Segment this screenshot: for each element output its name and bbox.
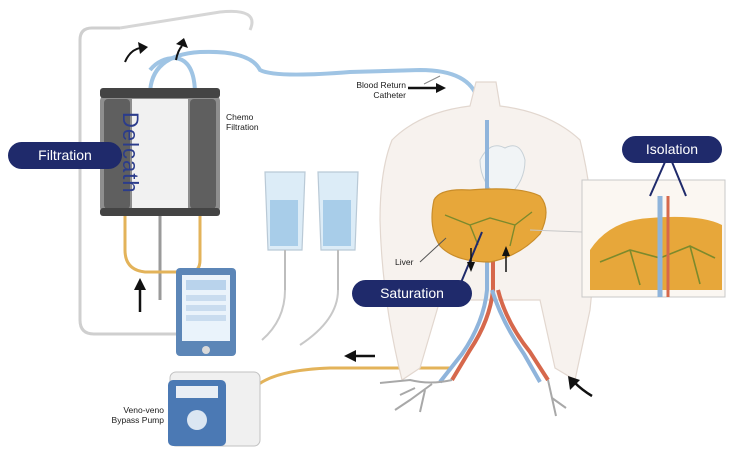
- pump-icon: [168, 371, 261, 447]
- arrow-icon: [124, 42, 148, 63]
- liver-veins: [444, 211, 533, 247]
- blood-return-line1: Blood Return: [356, 80, 406, 90]
- catheter-label-line: [423, 75, 441, 85]
- iv-bag-icon: [264, 171, 306, 290]
- arrow-icon: [175, 38, 188, 61]
- chemo-filter-canister: [100, 88, 220, 216]
- isolation-label: Isolation: [622, 136, 722, 163]
- arrow-icon: [502, 246, 510, 272]
- bypass-pump-label: Veno-veno Bypass Pump: [100, 405, 164, 425]
- artery-leg: [496, 289, 550, 382]
- liver-inset: [581, 179, 726, 298]
- chemo-filtration-line1: Chemo: [226, 112, 254, 122]
- grey-tube-top: [119, 9, 254, 31]
- vena-cava: [438, 120, 489, 384]
- blood-return-catheter-label: Blood Return Catheter: [320, 80, 406, 100]
- liver-icon: [431, 188, 547, 263]
- blood-tube-from-patient: [250, 366, 450, 392]
- liver-label-line: [419, 237, 447, 263]
- isolation-callout-lines: [649, 161, 687, 197]
- pump-monitor: [176, 268, 236, 356]
- vein-leg: [490, 289, 542, 383]
- liver-label: Liver: [395, 257, 414, 267]
- blood-return-line2: Catheter: [373, 90, 406, 100]
- pump-line2: Bypass Pump: [111, 415, 164, 425]
- iv-bag-icon: [317, 171, 359, 290]
- blood-tube-to-filter: [123, 216, 202, 274]
- inset-connector: [529, 229, 583, 233]
- arrow-icon: [134, 278, 146, 312]
- catheter-icon: [379, 378, 567, 417]
- saturation-label: Saturation: [352, 280, 472, 307]
- arrow-icon: [408, 83, 446, 93]
- iv-line: [261, 289, 339, 346]
- grey-return-tube: [78, 26, 176, 336]
- arrow-icon: [467, 248, 475, 272]
- arrow-icon: [568, 376, 593, 398]
- chemo-filtration-label: Chemo Filtration: [226, 112, 259, 132]
- pump-line1: Veno-veno: [123, 405, 164, 415]
- arrow-icon: [344, 350, 375, 362]
- chemo-filtration-line2: Filtration: [226, 122, 259, 132]
- filtration-label: Filtration: [8, 142, 122, 169]
- return-tube-branch: [148, 55, 197, 96]
